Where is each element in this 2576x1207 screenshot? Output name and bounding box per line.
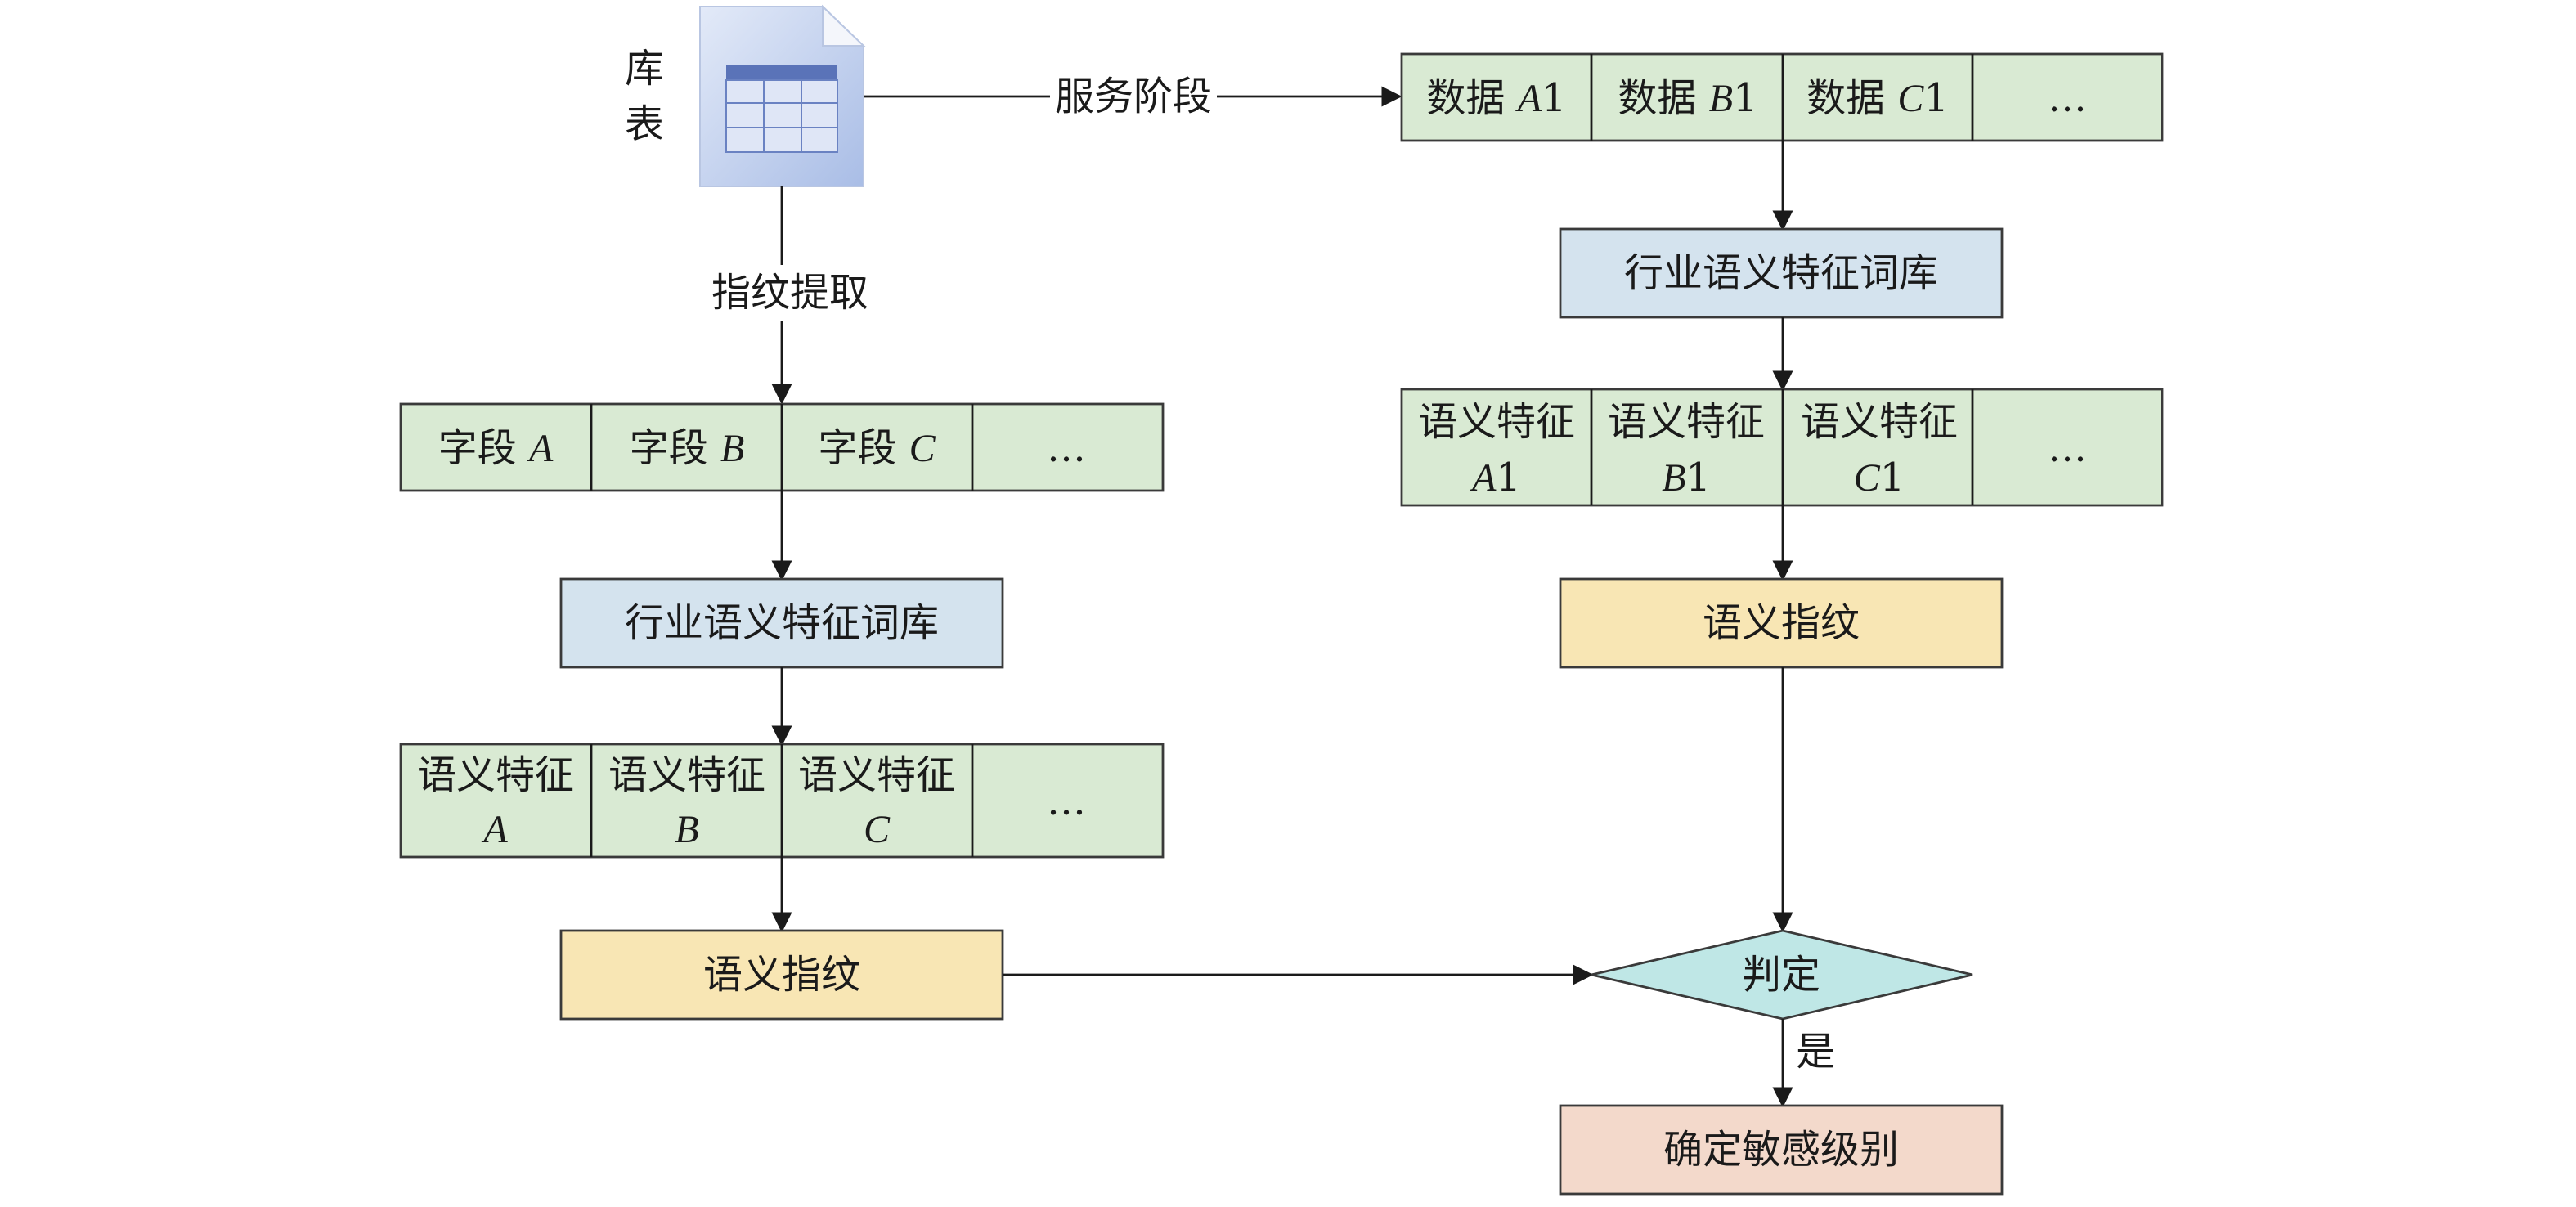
result-box: 确定敏感级别 [1559, 1104, 2004, 1196]
edge-fingerprint-extraction: 指纹提取 [711, 186, 868, 405]
left-fields-row: 字段 A 字段 B 字段 C … [399, 402, 1165, 492]
right-data-row: 数据 A1 数据 B1 数据 C1 … [1400, 52, 2164, 142]
right-feature-a1-line1: 语义特征 [1418, 399, 1575, 445]
right-feature-ellipsis: … [2048, 425, 2087, 471]
left-fingerprint-box: 语义指纹 [559, 929, 1004, 1021]
right-feature-c1-line1: 语义特征 [1801, 399, 1958, 445]
right-lexicon-box: 行业语义特征词库 [1559, 227, 2004, 319]
source-table-document: 库 表 [625, 4, 866, 187]
source-label-line2: 表 [625, 101, 664, 147]
edge-service-stage: 服务阶段 [864, 74, 1402, 119]
right-data-ellipsis: … [2048, 75, 2087, 121]
left-feature-a-line1: 语义特征 [417, 752, 574, 798]
source-label-line1: 库 [625, 46, 664, 92]
left-lexicon-label: 行业语义特征词库 [625, 600, 939, 646]
edge-label-service-stage: 服务阶段 [1055, 74, 1212, 119]
right-feature-c1-var: C1 [1854, 455, 1905, 500]
decision-label: 判定 [1742, 952, 1820, 998]
edge-yes: 是 [1772, 1019, 1835, 1108]
right-feature-a1-var: A1 [1470, 455, 1521, 500]
left-field-b: 字段 B [630, 425, 745, 471]
left-feature-c-var: C [864, 808, 891, 851]
right-data-c1: 数据 C1 [1806, 75, 1949, 121]
left-feature-ellipsis: … [1047, 778, 1086, 824]
right-fingerprint-label: 语义指纹 [1703, 600, 1860, 646]
left-field-a: 字段 A [438, 425, 554, 471]
right-feature-b1-var: B1 [1662, 455, 1711, 500]
edge-label-fingerprint-extraction: 指纹提取 [711, 270, 868, 316]
right-fingerprint-box: 语义指纹 [1559, 577, 2004, 669]
edge-label-yes: 是 [1796, 1029, 1835, 1075]
left-feature-b-var: B [675, 808, 698, 851]
left-field-c: 字段 C [818, 425, 936, 471]
table-document-icon [699, 4, 866, 187]
left-lexicon-box: 行业语义特征词库 [559, 577, 1004, 669]
right-data-b1: 数据 B1 [1618, 75, 1757, 121]
right-data-a1: 数据 A1 [1426, 75, 1566, 121]
decision-diamond: 判定 [1591, 929, 1973, 1021]
right-features-row: 语义特征 A1 语义特征 B1 语义特征 C1 … [1400, 388, 2164, 507]
left-feature-c-line1: 语义特征 [798, 752, 955, 798]
right-feature-b1-line1: 语义特征 [1608, 399, 1765, 445]
left-field-ellipsis: … [1047, 425, 1086, 471]
left-features-row: 语义特征 A 语义特征 B 语义特征 C … [399, 743, 1165, 859]
result-label: 确定敏感级别 [1663, 1127, 1899, 1173]
left-feature-b-line1: 语义特征 [608, 752, 765, 798]
right-lexicon-label: 行业语义特征词库 [1624, 250, 1938, 296]
left-feature-a-var: A [481, 808, 508, 851]
left-fingerprint-label: 语义指纹 [703, 952, 860, 998]
